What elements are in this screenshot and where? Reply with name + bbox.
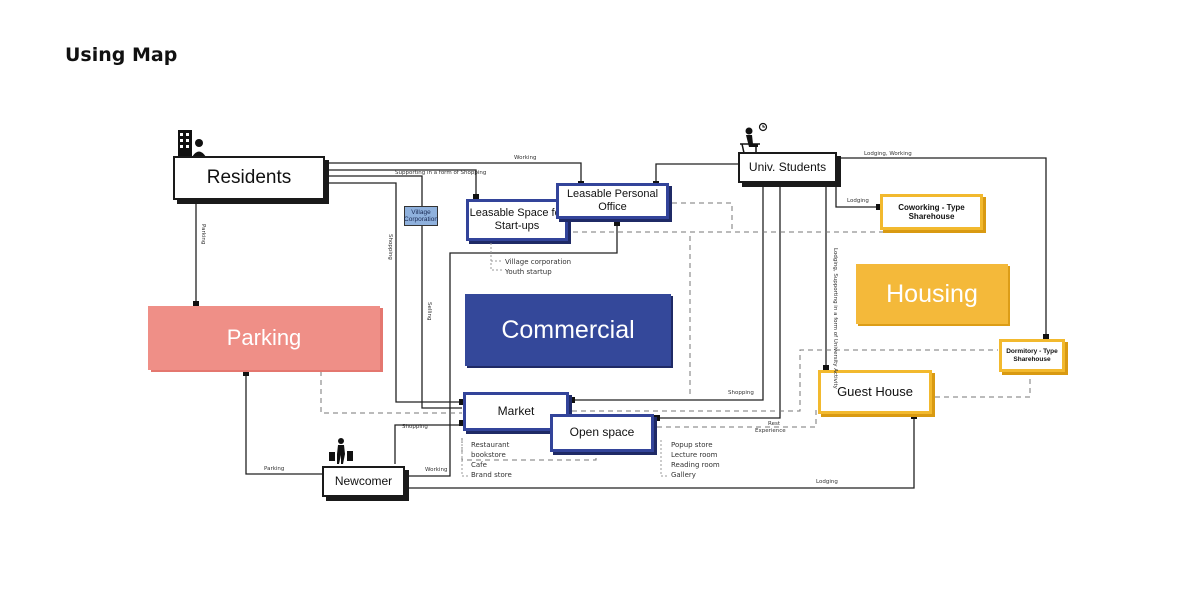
edge-label-supporting-shopping: Supporting in a form of Shopping — [395, 170, 487, 176]
open-space-label: Open space — [569, 425, 635, 440]
list-item: bookstore — [471, 451, 506, 459]
residents-node: Residents — [173, 156, 325, 200]
edge-students-market — [572, 185, 764, 401]
list-item: Village corporation — [505, 258, 572, 266]
univ-students-label: Univ. Students — [748, 159, 827, 174]
edge-students-dormitory — [783, 157, 1047, 337]
residents-label: Residents — [206, 167, 292, 189]
leasable-startups-label: Leasable Space for Start-ups — [469, 207, 565, 232]
housing-category: Housing — [856, 264, 1008, 324]
guest-house-node: Guest House — [818, 370, 932, 414]
edge-label-working-bottom: Working — [425, 467, 448, 473]
edge-village-market — [421, 226, 462, 409]
edge-label-working-top: Working — [514, 155, 537, 161]
edge-label-lodging-bottom: Lodging — [816, 479, 838, 485]
list-item: Brand store — [471, 471, 512, 479]
dormitory-label: Dormitory - Type Sharehouse — [1006, 348, 1058, 363]
startup-list: Village corporation Youth startup — [505, 257, 571, 277]
list-item: Cafe — [471, 461, 487, 469]
dashed-office-commercial — [672, 202, 733, 394]
parking-category-label: Parking — [226, 325, 302, 350]
coworking-node: Coworking - Type Sharehouse — [880, 194, 983, 230]
edge-students-coworking — [835, 183, 878, 208]
dashed-parking-market — [320, 371, 462, 414]
edge-parking-newcomer — [245, 374, 322, 475]
edge-office-newcomer — [408, 222, 618, 477]
edge-students-office — [655, 163, 738, 183]
leasable-office-node: Leasable Personal Office — [556, 183, 669, 219]
dashed-market-dormitory — [572, 349, 998, 412]
list-item: Youth startup — [505, 268, 552, 276]
leasable-startups-node: Leasable Space for Start-ups — [466, 199, 568, 241]
housing-category-label: Housing — [886, 279, 978, 308]
edge-label-lodging-small: Lodging — [847, 198, 869, 204]
market-label: Market — [497, 403, 535, 418]
list-item: Lecture room — [671, 451, 718, 459]
edge-residents-startups — [328, 169, 477, 197]
student-desk-icon — [738, 122, 772, 159]
commercial-category: Commercial — [465, 294, 671, 366]
dashed-guesthouse-dormitory — [935, 373, 1031, 398]
edge-residents-market — [328, 182, 462, 403]
commercial-category-label: Commercial — [501, 315, 635, 344]
village-corporation-node: Village Corporation — [404, 206, 438, 226]
edge-label-shopping-right: Shopping — [728, 390, 754, 396]
newcomer-node: Newcomer — [322, 466, 405, 497]
edge-newcomer-guesthouse — [408, 416, 915, 489]
edge-newcomer-market — [394, 424, 462, 464]
edge-label-parking-bottom: Parking — [264, 466, 285, 472]
open-space-node: Open space — [550, 414, 654, 452]
edge-label-experience: Experience — [755, 428, 786, 434]
coworking-label: Coworking - Type Sharehouse — [898, 202, 965, 221]
guest-house-label: Guest House — [837, 383, 913, 399]
list-item: Gallery — [671, 471, 696, 479]
univ-students-node: Univ. Students — [738, 152, 837, 183]
edge-label-rest: Rest — [768, 421, 780, 427]
page-title: Using Map — [65, 44, 178, 66]
edge-residents-village — [328, 175, 423, 207]
village-corporation-label: Village Corporation — [404, 208, 438, 223]
list-item: Reading room — [671, 461, 720, 469]
traveler-luggage-icon — [328, 437, 354, 470]
market-list: Restaurant bookstore Cafe Brand store — [471, 440, 512, 480]
building-person-icon — [176, 128, 208, 163]
edge-students-openspace — [657, 185, 781, 419]
parking-category: Parking — [148, 306, 380, 370]
edge-residents-office — [328, 162, 582, 184]
dormitory-node: Dormitory - Type Sharehouse — [999, 339, 1065, 372]
edge-label-lodging-working: Lodging, Working — [864, 151, 912, 157]
list-item: Restaurant — [471, 441, 510, 449]
list-item: Popup store — [671, 441, 713, 449]
open-space-list: Popup store Lecture room Reading room Ga… — [671, 440, 720, 480]
dashed-openspace-guesthouse — [657, 408, 817, 428]
edge-label-shopping-bottom: Shopping — [402, 424, 428, 430]
leasable-office-label: Leasable Personal Office — [566, 188, 659, 213]
newcomer-label: Newcomer — [334, 473, 393, 488]
